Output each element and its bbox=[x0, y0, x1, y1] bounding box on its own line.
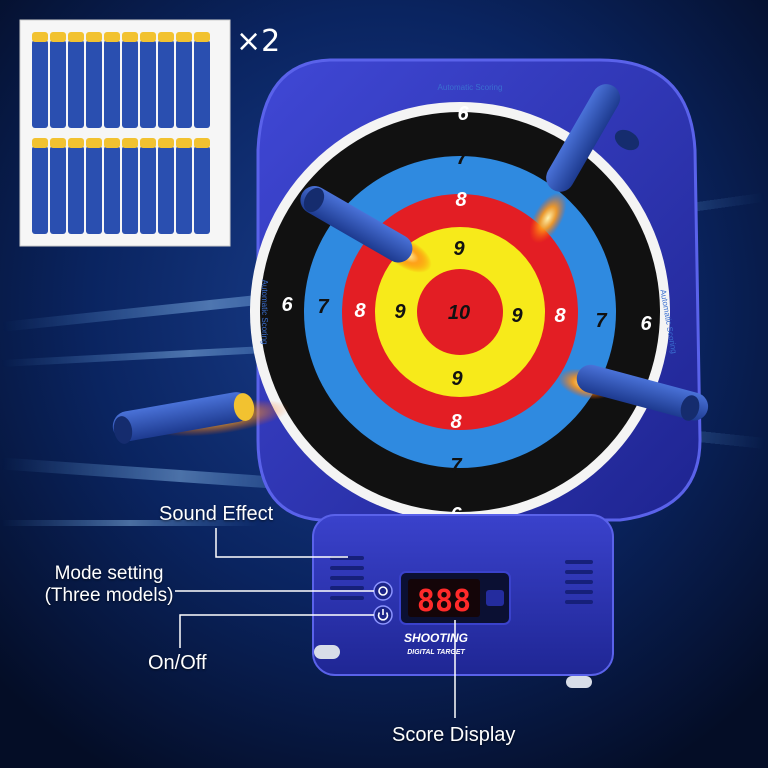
edge-text-top: Automatic Scoring bbox=[438, 83, 503, 92]
pack-dart-body bbox=[176, 40, 192, 128]
callout-mode-line2: (Three models) bbox=[44, 585, 174, 606]
callout-lines bbox=[175, 528, 456, 718]
pack-dart-body bbox=[104, 40, 120, 128]
score-8-right: 8 bbox=[554, 305, 566, 327]
mode-button bbox=[373, 581, 393, 601]
pack-dart-body bbox=[50, 146, 66, 234]
score-7-bottom: 7 bbox=[450, 455, 462, 477]
display-digits: 888 bbox=[417, 584, 471, 619]
pack-multiplier: ×2 bbox=[236, 24, 281, 59]
score-6-left: 6 bbox=[281, 294, 293, 316]
pack-dart-tip bbox=[140, 138, 156, 148]
pack-dart-tip bbox=[32, 138, 48, 148]
callout-mode-setting: Mode setting (Three models) bbox=[44, 563, 174, 607]
score-8-bottom: 8 bbox=[450, 411, 462, 433]
score-10-bull: 10 bbox=[448, 302, 470, 324]
dart-upper-left bbox=[300, 186, 432, 273]
pack-dart-body bbox=[104, 146, 120, 234]
pack-dart-tip bbox=[50, 138, 66, 148]
brand-line-2: DIGITAL TARGET bbox=[407, 649, 465, 656]
speaker-grille-right bbox=[565, 560, 593, 604]
ring-bull-10 bbox=[417, 269, 503, 355]
dart-flying bbox=[112, 392, 290, 444]
pack-dart-tip bbox=[104, 32, 120, 42]
foot-left bbox=[314, 645, 340, 659]
pack-dart-tip bbox=[86, 138, 102, 148]
pack-dart-tip bbox=[68, 138, 84, 148]
pack-dart-tip bbox=[176, 138, 192, 148]
pack-dart-tip bbox=[122, 32, 138, 42]
pack-dart-tip bbox=[32, 32, 48, 42]
dart-upper-right bbox=[529, 84, 640, 244]
pack-dart-body bbox=[176, 146, 192, 234]
pack-dart-tip bbox=[158, 138, 174, 148]
callout-score-display: Score Display bbox=[392, 724, 516, 746]
pack-dart-tip bbox=[68, 32, 84, 42]
pack-dart-body bbox=[158, 146, 174, 234]
power-icon bbox=[377, 611, 389, 621]
score-9-bottom: 9 bbox=[451, 368, 463, 390]
pack-darts bbox=[32, 32, 210, 234]
sound-callout-line bbox=[215, 528, 348, 558]
pack-dart-tip bbox=[86, 32, 102, 42]
score-9-top: 9 bbox=[453, 238, 465, 260]
score-7-left: 7 bbox=[317, 296, 329, 318]
pack-dart-body bbox=[122, 146, 138, 234]
pack-dart-tip bbox=[176, 32, 192, 42]
pack-dart-tip bbox=[194, 32, 210, 42]
pack-dart-body bbox=[158, 40, 174, 128]
score-7-right: 7 bbox=[595, 310, 607, 332]
callout-mode-line1: Mode setting bbox=[54, 563, 164, 584]
callout-on-off: On/Off bbox=[148, 652, 207, 674]
pack-dart-tip bbox=[122, 138, 138, 148]
pack-dart-body bbox=[32, 40, 48, 128]
foot-right bbox=[566, 676, 592, 688]
score-6-top: 6 bbox=[457, 103, 469, 125]
pack-dart-tip bbox=[104, 138, 120, 148]
pack-dart-body bbox=[68, 146, 84, 234]
score-8-top: 8 bbox=[455, 189, 467, 211]
callout-sound-effect: Sound Effect bbox=[159, 503, 274, 525]
scoring-base: 888 SHOOTING DIGITAL TARGET bbox=[312, 514, 614, 688]
display-screen bbox=[408, 579, 480, 617]
pack-dart-body bbox=[50, 40, 66, 128]
pack-dart-tip bbox=[194, 138, 210, 148]
score-9-left: 9 bbox=[394, 301, 406, 323]
pack-dart-body bbox=[86, 146, 102, 234]
pack-dart-tip bbox=[158, 32, 174, 42]
pack-dart-body bbox=[122, 40, 138, 128]
pack-dart-body bbox=[32, 146, 48, 234]
power-callout-line bbox=[179, 614, 374, 648]
score-9-right: 9 bbox=[511, 305, 523, 327]
dart-pack-inset bbox=[19, 19, 231, 247]
score-6-right: 6 bbox=[640, 313, 652, 335]
pack-dart-body bbox=[140, 40, 156, 128]
speaker-grille-left bbox=[330, 556, 364, 600]
pack-dart-tip bbox=[50, 32, 66, 42]
brand-line-1: SHOOTING bbox=[404, 631, 468, 645]
pack-dart-body bbox=[86, 40, 102, 128]
pack-dart-body bbox=[194, 146, 210, 234]
pack-dart-body bbox=[68, 40, 84, 128]
score-8-left: 8 bbox=[354, 300, 366, 322]
pack-dart-tip bbox=[140, 32, 156, 42]
dart-lower-right bbox=[557, 364, 709, 421]
score-7-top: 7 bbox=[456, 147, 468, 169]
edge-text-left: Automatic Scoring bbox=[260, 280, 269, 345]
mode-gear-icon bbox=[378, 586, 388, 596]
pack-dart-body bbox=[140, 146, 156, 234]
pack-dart-body bbox=[194, 40, 210, 128]
